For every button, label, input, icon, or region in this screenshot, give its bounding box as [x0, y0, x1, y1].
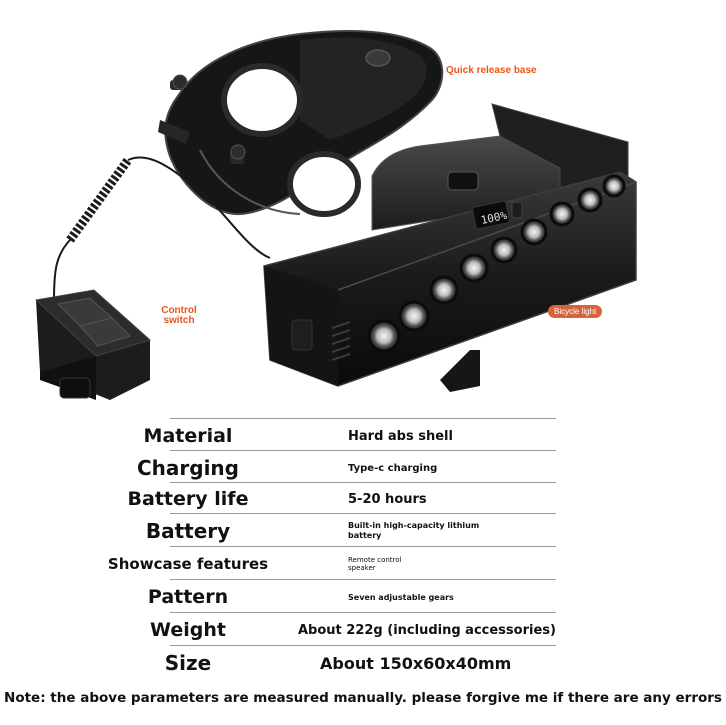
product-illustration: 100%	[34, 29, 637, 400]
battery-display-readout: 100%	[480, 209, 509, 227]
row-divider	[170, 579, 556, 580]
spec-row-pattern: Pattern Seven adjustable gears	[0, 581, 726, 613]
coiled-cable	[53, 156, 271, 301]
spec-value: Type-c charging	[348, 462, 438, 474]
spec-key: Showcase features	[107, 555, 269, 573]
row-divider	[170, 645, 556, 646]
spec-value: 5-20 hours	[348, 491, 427, 507]
callout-bicycle-light: Bicycle light	[548, 305, 603, 318]
bicycle-light-unit: 100%	[263, 103, 637, 392]
spec-key: Weight	[150, 619, 226, 641]
control-switch	[34, 289, 152, 400]
spec-key: Size	[164, 651, 212, 675]
spec-row-battery: Battery Built-in high-capacity lithium b…	[0, 515, 726, 547]
spec-row-charging: Charging Type-c charging	[0, 452, 726, 484]
row-divider	[170, 418, 556, 419]
row-divider	[170, 450, 556, 451]
spec-row-material: Material Hard abs shell	[0, 420, 726, 452]
spec-table: Material Hard abs shell Charging Type-c …	[0, 418, 726, 680]
spec-row-size: Size About 150x60x40mm	[0, 647, 726, 679]
spec-value: About 222g (including accessories)	[298, 622, 556, 638]
led-lens-row	[367, 174, 626, 353]
spec-key: Battery life	[127, 488, 249, 510]
spec-value: Hard abs shell	[348, 428, 453, 444]
product-image-area: 100% Quick release base Control switch B…	[34, 29, 637, 400]
spec-row-weight: Weight About 222g (including accessories…	[0, 614, 726, 646]
callout-control-switch: Control switch	[156, 306, 202, 326]
quick-release-mount	[158, 29, 444, 217]
callout-quick-release-base: Quick release base	[446, 65, 537, 76]
row-divider	[170, 546, 556, 547]
spec-key: Battery	[145, 519, 231, 543]
spec-row-showcase-features: Showcase features Remote control speaker	[0, 548, 726, 580]
spec-value: Built-in high-capacity lithium battery	[348, 521, 480, 540]
disclaimer-note: Note: the above parameters are measured …	[4, 690, 722, 706]
spec-key: Material	[143, 425, 233, 447]
callout-control-line1: Control	[161, 305, 197, 316]
spec-value: About 150x60x40mm	[320, 653, 512, 673]
row-divider	[170, 482, 556, 483]
spec-value: Remote control speaker	[348, 556, 402, 572]
spec-row-battery-life: Battery life 5-20 hours	[0, 483, 726, 515]
callout-control-line2: switch	[163, 315, 195, 326]
row-divider	[170, 612, 556, 613]
row-divider	[170, 513, 556, 514]
spec-key: Charging	[136, 456, 239, 480]
spec-key: Pattern	[147, 586, 229, 608]
spec-value: Seven adjustable gears	[348, 592, 454, 602]
